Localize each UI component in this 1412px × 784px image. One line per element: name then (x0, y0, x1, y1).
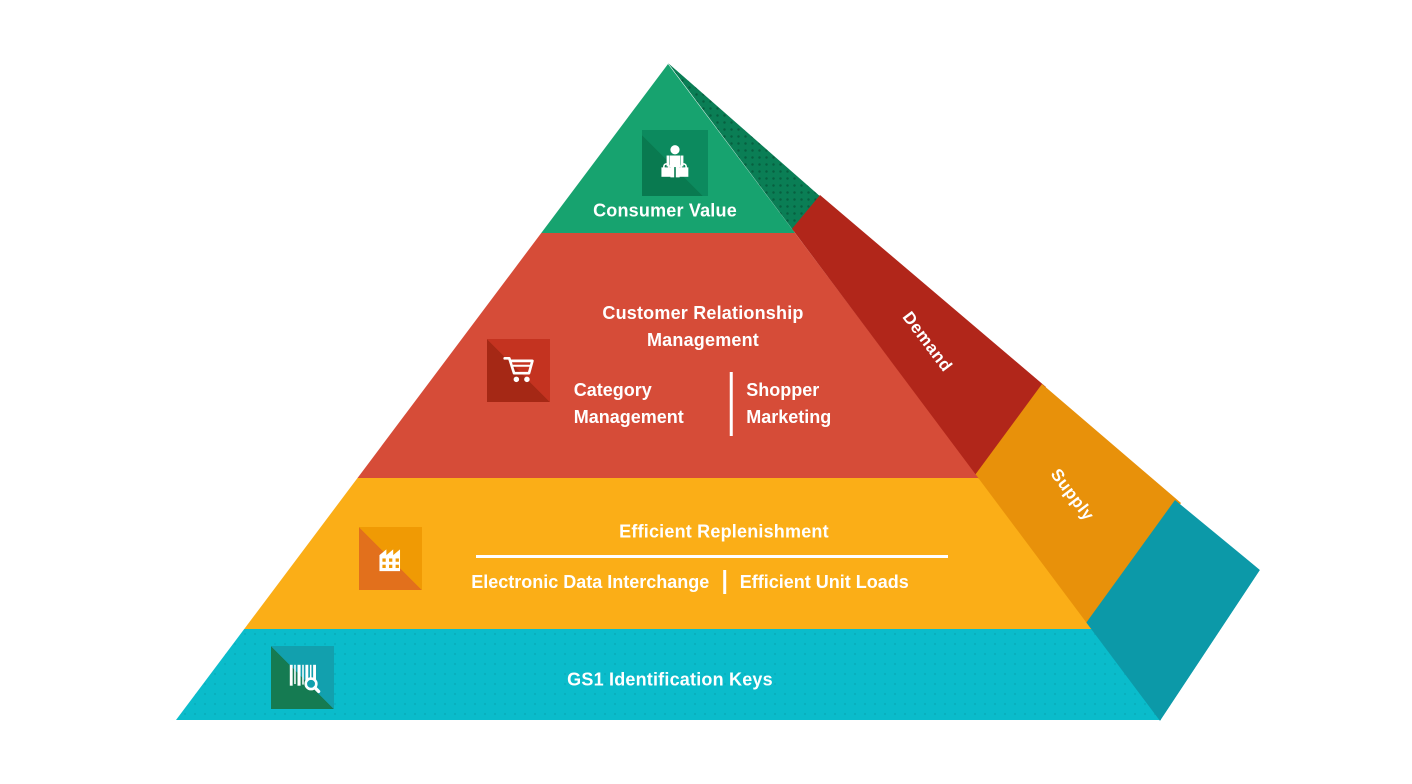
replenishment-band (176, 478, 1161, 629)
replenishment-divider-line (476, 555, 948, 558)
shopping-cart-icon (497, 349, 541, 393)
crm-vertical-divider (729, 372, 733, 436)
gs1-icon-tile (271, 646, 334, 709)
replenishment-vertical-divider (723, 570, 726, 594)
replenishment-sub-row: Electronic Data Interchange Efficient Un… (471, 570, 909, 594)
factory-icon (369, 537, 413, 581)
efficient-unit-loads-label: Efficient Unit Loads (739, 571, 909, 592)
shopper-marketing-label: Shopper Marketing (746, 380, 832, 427)
crm-sub-row: Category Management Shopper Marketing (574, 372, 861, 436)
crm-icon-tile (487, 339, 550, 402)
efficient-replenishment-heading: Efficient Replenishment (619, 521, 829, 542)
crm-heading: Customer Relationship Management (602, 303, 804, 350)
gs1-identification-keys-label: GS1 Identification Keys (567, 669, 773, 690)
consumer-value-label: Consumer Value (593, 200, 737, 221)
electronic-data-interchange-label: Electronic Data Interchange (471, 571, 710, 592)
person-with-shopping-bags-icon (652, 140, 698, 186)
crm-band (176, 233, 1161, 478)
gs1-band (176, 629, 1161, 720)
category-management-label: Category Management (573, 380, 684, 427)
barcode-with-magnifier-icon (281, 656, 325, 700)
consumer-icon-tile (642, 130, 708, 196)
replenishment-icon-tile (359, 527, 422, 590)
